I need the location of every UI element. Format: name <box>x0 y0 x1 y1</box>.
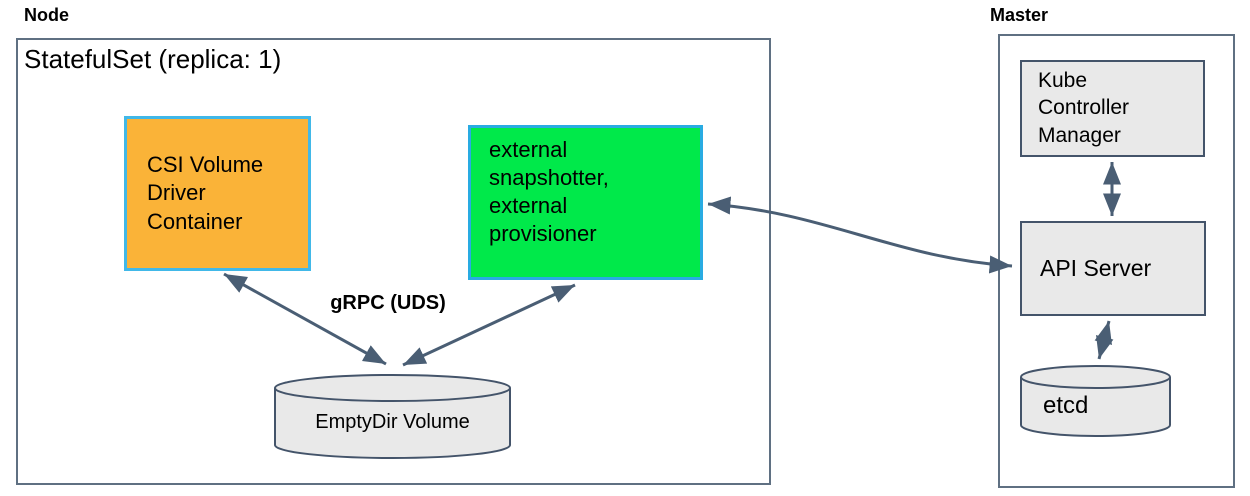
external-sidecars-box: external snapshotter, external provision… <box>468 125 703 280</box>
node-section-title: Node <box>24 5 69 25</box>
statefulset-title: StatefulSet (replica: 1) <box>24 44 282 74</box>
etcd-label: etcd <box>1043 392 1089 419</box>
csi-volume-driver-container-box: CSI Volume Driver Container <box>124 116 311 271</box>
emptydir-volume-cylinder: EmptyDir Volume <box>273 373 512 460</box>
etcd-cylinder: etcd <box>1019 364 1172 438</box>
api-server-label: API Server <box>1040 255 1152 281</box>
external-sidecars-label: external snapshotter, external provision… <box>489 137 609 247</box>
kube-controller-manager-box: Kube Controller Manager <box>1020 60 1205 157</box>
csi-volume-driver-container-label: CSI Volume Driver Container <box>147 152 264 234</box>
master-section-title: Master <box>990 5 1049 25</box>
cylinder-shape-icon <box>274 374 511 459</box>
kube-controller-manager-label: Kube Controller Manager <box>1038 69 1130 147</box>
grpc-uds-label: gRPC (UDS) <box>330 292 446 314</box>
cylinder-shape-icon <box>1020 365 1171 437</box>
api-server-box: API Server <box>1020 221 1206 316</box>
emptydir-volume-label: EmptyDir Volume <box>315 411 470 433</box>
